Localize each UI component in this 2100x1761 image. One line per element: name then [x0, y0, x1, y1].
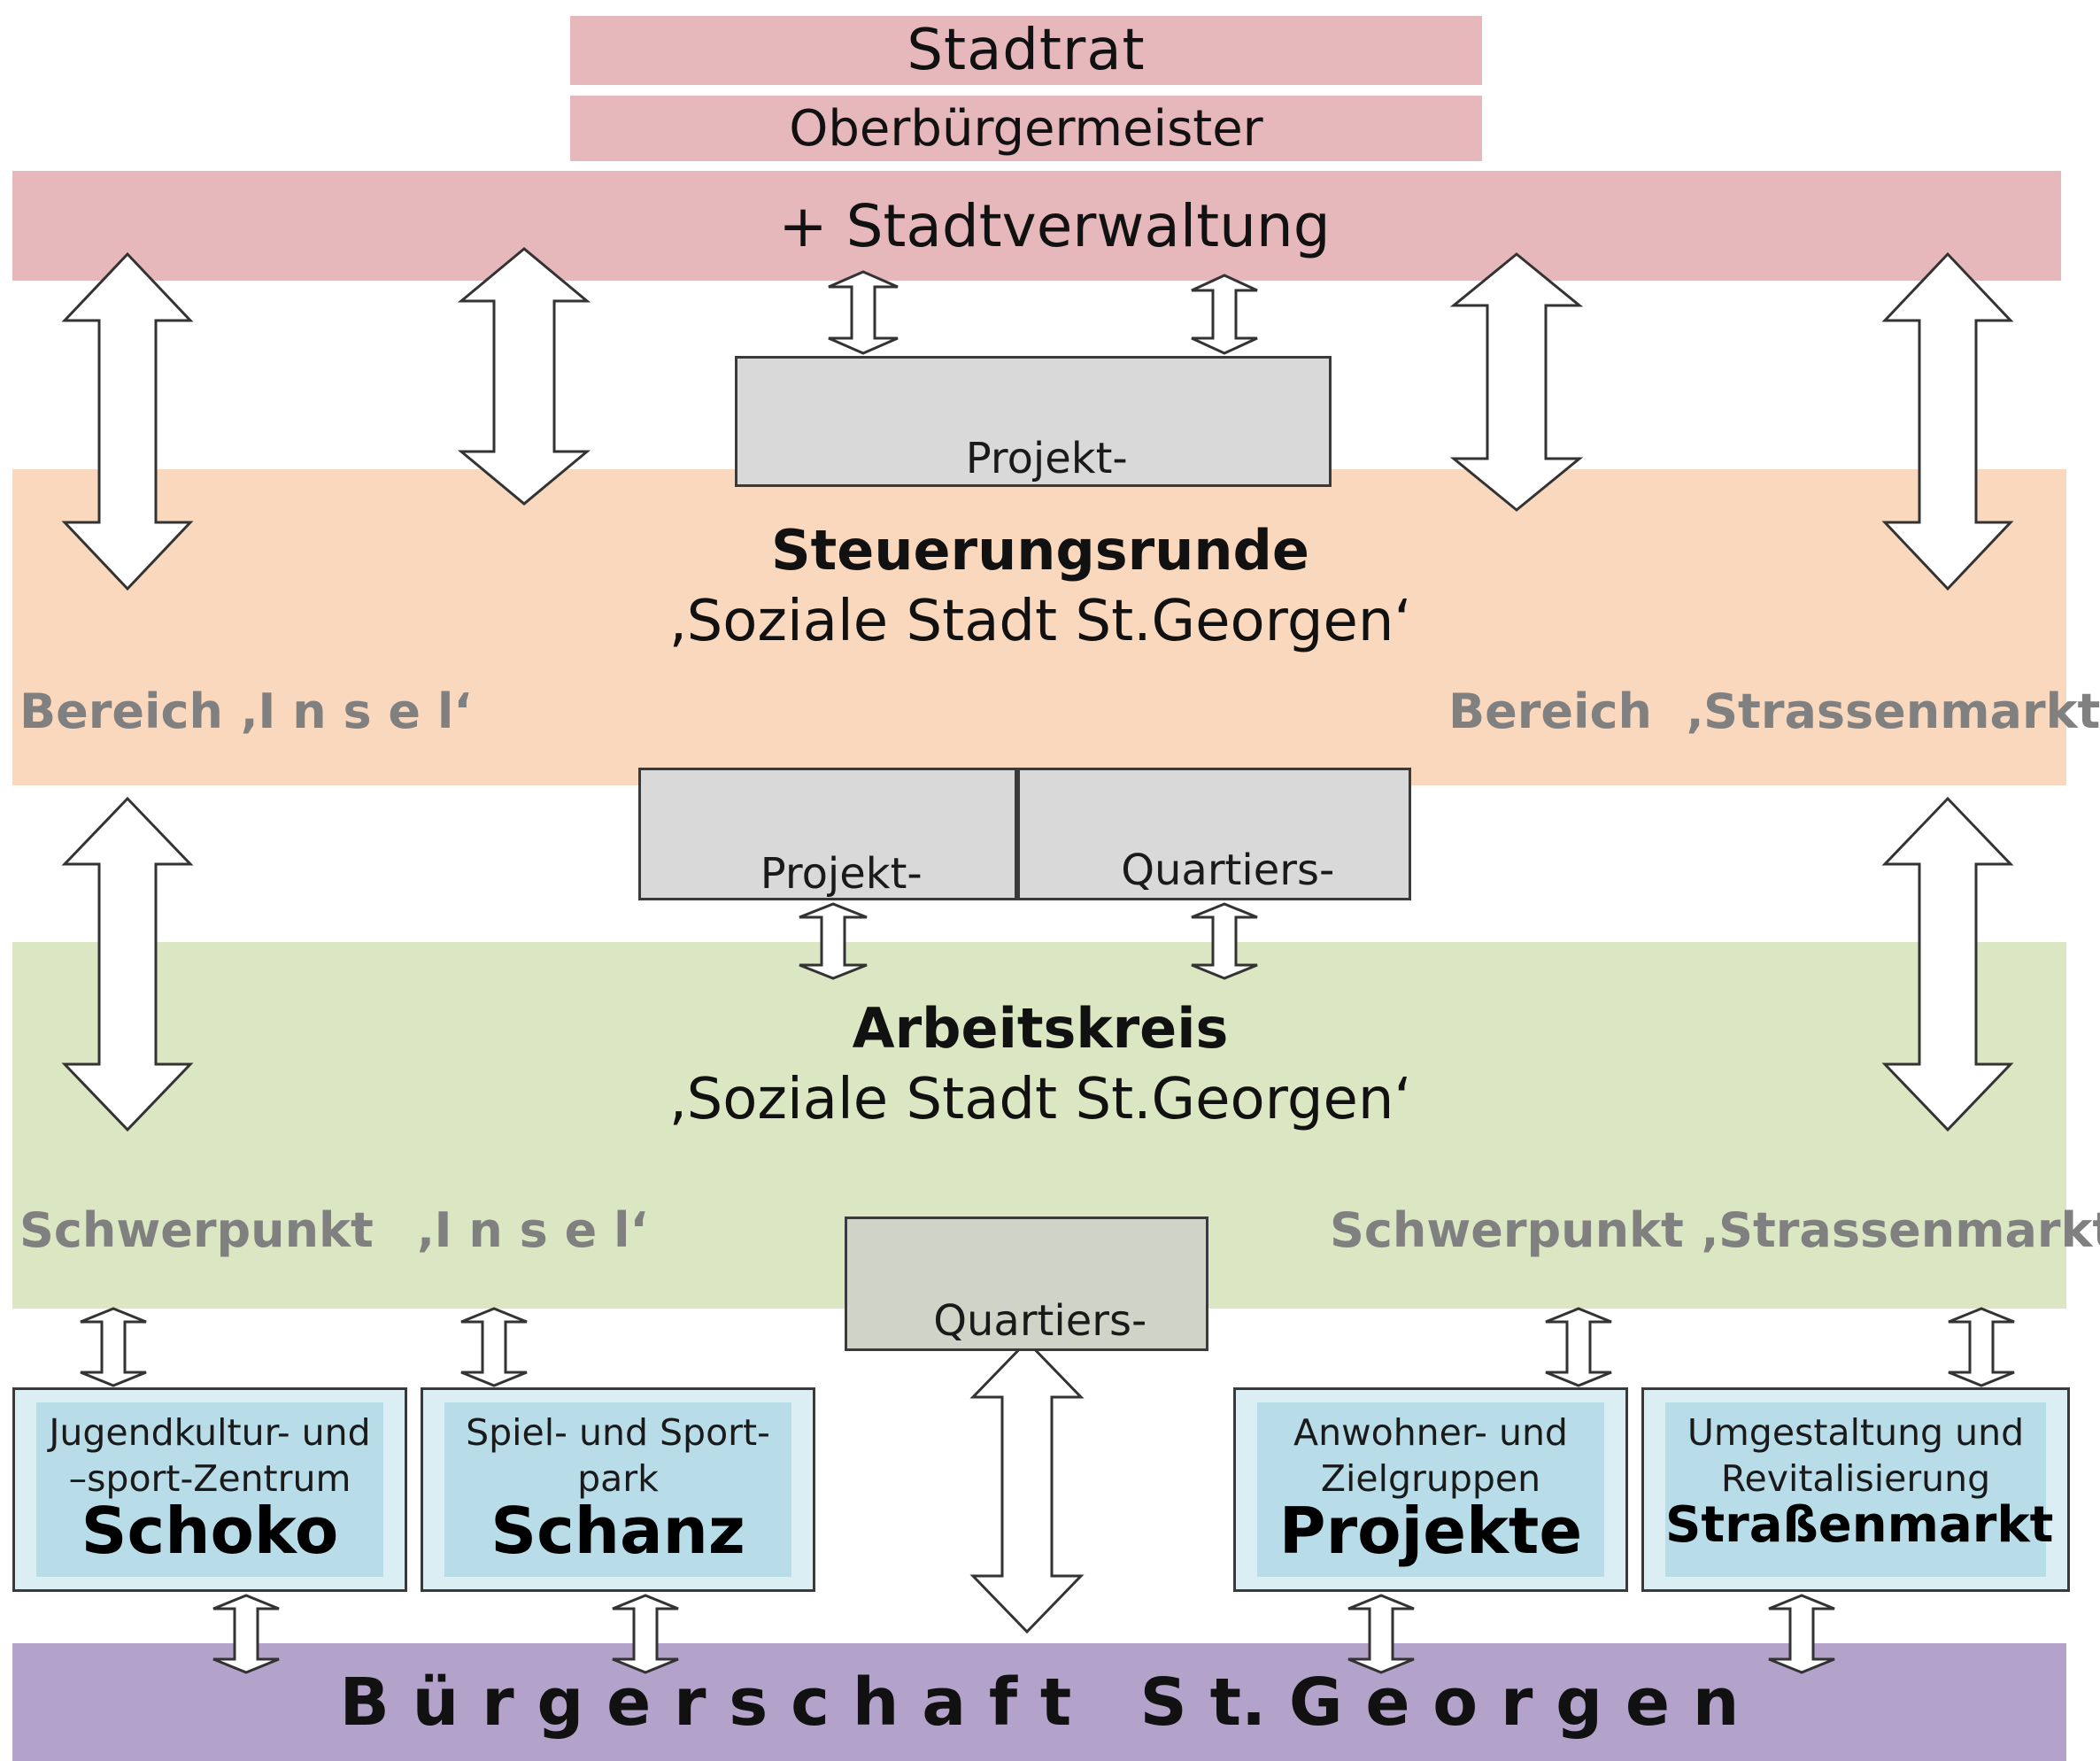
small-double-arrow-icon [1191, 902, 1258, 980]
double-arrow-icon [1881, 251, 2014, 591]
small-double-arrow-icon [1545, 1307, 1612, 1387]
project-box-projekte: Anwohner- und Zielgruppen Projekte [1233, 1387, 1628, 1592]
project-subtitle: Spiel- und Sport- park [466, 1411, 770, 1500]
stadtrat-label: Stadtrat [907, 18, 1146, 83]
project-box-strassenmarkt: Umgestaltung und Revitalisierung Straßen… [1641, 1387, 2070, 1592]
double-arrow-icon [1449, 252, 1584, 512]
project-subtitle: Jugendkultur- und –sport-Zentrum [49, 1411, 371, 1500]
small-double-arrow-icon [799, 902, 868, 980]
middle-projektsteuerung-label: Projekt- steuerung [760, 849, 923, 899]
schwerpunkt-label: Schwerpunkt [19, 1202, 374, 1258]
oberbuergermeister-label: Oberbürgermeister [789, 99, 1263, 158]
bereich-insel-label: Bereich ‚I n s e l‘ [19, 684, 472, 739]
lower-quartiersmanagement-label: Quartiers- management [933, 1296, 1147, 1346]
project-title: Schanz [490, 1494, 745, 1568]
double-arrow-icon [61, 251, 194, 591]
small-double-arrow-icon [460, 1307, 528, 1387]
lower-quartiersmanagement-box: Quartiers- management [845, 1216, 1208, 1351]
small-double-arrow-icon [828, 270, 899, 355]
double-arrow-icon [457, 247, 591, 506]
middle-quartiersmanagement-box: Quartiers- management [1017, 768, 1411, 900]
small-double-arrow-icon [212, 1594, 280, 1674]
arbeitskreis-subtitle: ‚Soziale Stadt St.Georgen‘ [668, 1067, 1412, 1132]
schwerpunkt-insel-label: ‚I n s e l‘ [416, 1202, 649, 1258]
project-box-schoko: Jugendkultur- und –sport-Zentrum Schoko [12, 1387, 407, 1592]
upper-projektsteuerung-label: Projekt- steuerung [965, 434, 1128, 483]
project-box-schanz: Spiel- und Sport- park Schanz [421, 1387, 815, 1592]
small-double-arrow-icon [1948, 1307, 2015, 1387]
double-arrow-icon [969, 1339, 1085, 1634]
stadtverwaltung-label: + Stadtverwaltung [778, 191, 1331, 260]
double-arrow-icon [1881, 796, 2014, 1132]
small-double-arrow-icon [80, 1307, 147, 1387]
small-double-arrow-icon [1347, 1594, 1415, 1674]
oberbuergermeister-bar: Oberbürgermeister [570, 96, 1482, 161]
project-title: Schoko [81, 1494, 339, 1568]
double-arrow-icon [61, 796, 194, 1132]
steuerungsrunde-band [12, 469, 2066, 785]
small-double-arrow-icon [612, 1594, 679, 1674]
small-double-arrow-icon [1191, 274, 1258, 355]
upper-projektsteuerung-box: Projekt- steuerung [735, 356, 1332, 487]
stadtverwaltung-band: + Stadtverwaltung [12, 171, 2061, 281]
schwerpunkt-strassenmarkt-label: Schwerpunkt ‚Strassenmarkt‘ [1330, 1202, 2100, 1258]
stadtrat-bar: Stadtrat [570, 16, 1482, 85]
middle-quartiersmanagement-label: Quartiers- management [1121, 846, 1335, 895]
arbeitskreis-title: Arbeitskreis [852, 996, 1229, 1061]
project-subtitle: Anwohner- und Zielgruppen [1293, 1411, 1568, 1500]
middle-projektsteuerung-box: Projekt- steuerung [638, 768, 1017, 900]
project-subtitle: Umgestaltung und Revitalisierung [1687, 1411, 2025, 1500]
buergerschaft-label: B ü r g e r s c h a f t S t. G e o r g e… [339, 1664, 1740, 1741]
steuerungsrunde-title: Steuerungsrunde [771, 518, 1309, 583]
steuerungsrunde-subtitle: ‚Soziale Stadt St.Georgen‘ [668, 589, 1412, 654]
project-title: Straßenmarkt [1665, 1496, 2054, 1554]
bereich-strassenmarkt-label: Bereich ‚Strassenmarkt‘ [1448, 684, 2100, 739]
small-double-arrow-icon [1768, 1594, 1835, 1674]
project-title: Projekte [1278, 1494, 1583, 1568]
